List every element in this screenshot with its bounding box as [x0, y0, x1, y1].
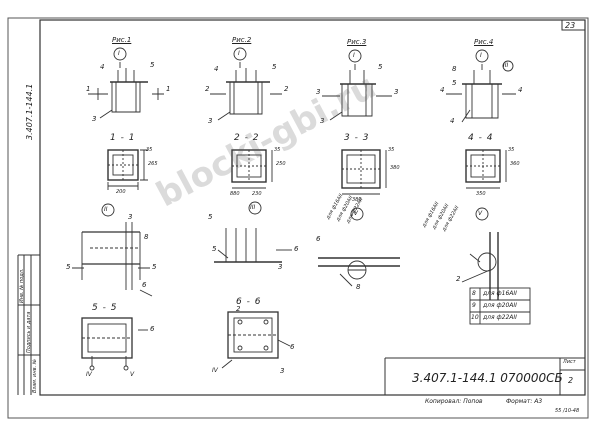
detail-iv-mark: IV [352, 210, 358, 217]
fig1-callout-4: 4 [100, 63, 105, 71]
fig4-extra-mark: III [503, 62, 509, 69]
dim-4-4-t: 35 [508, 147, 515, 153]
section-5-5-title: 5 - 5 [92, 303, 118, 313]
s66-mark-iv: IV [212, 367, 218, 374]
bar-table-text-3: для ф22АII [483, 314, 517, 321]
section-6-6-title: 6 - 6 [236, 297, 262, 307]
iii-cut-5: 5 [212, 245, 217, 253]
fig3-callout-3: 3 [320, 117, 325, 125]
section-3-3-title: 3 - 3 [344, 133, 370, 143]
dim-1-1-t: 35 [146, 147, 153, 153]
ii-callout-6: 6 [142, 281, 147, 289]
s55-mark-v: V [130, 371, 135, 378]
ii-callout-8: 8 [144, 233, 149, 241]
fig4-callout-8: 8 [452, 65, 457, 73]
section-4-4-title: 4 - 4 [468, 133, 494, 143]
iii-cut-6: 6 [294, 245, 299, 253]
fig3-cut-right: 3 [394, 88, 399, 96]
fig1-title: Рис.1 [112, 36, 132, 44]
dim-2-2-w2: 230 [252, 191, 262, 197]
left-col-3: Взам. инв. № [32, 359, 38, 393]
section-2-2-title: 2 - 2 [234, 133, 260, 143]
fig1-cut-left: 1 [86, 85, 91, 93]
dim-4-4-w: 350 [476, 191, 486, 197]
dim-3-3-w: 380 [352, 197, 362, 203]
fig2-mark: I [238, 50, 240, 57]
s66-callout-2: 2 [236, 305, 241, 313]
fig2-title: Рис.2 [232, 36, 252, 44]
fig1-callout-5: 5 [150, 61, 155, 69]
fig4-cut-right: 4 [518, 86, 523, 94]
dim-3-3-t: 35 [388, 147, 395, 153]
s66-callout-3: 3 [280, 367, 285, 375]
fig1-callout-3: 3 [92, 115, 97, 123]
fig4-title: Рис.4 [474, 38, 494, 46]
ii-cut-5-left: 5 [66, 263, 71, 271]
section-1-1-title: 1 - 1 [110, 133, 136, 143]
detail-ii-mark: II [104, 206, 108, 213]
dim-3-3-h: 380 [390, 165, 400, 171]
fig1-cut-right: 1 [166, 85, 171, 93]
stamp-number: 55 /10-48 [555, 408, 580, 414]
s55-callout-6: 6 [150, 325, 155, 333]
fig3-cut-left: 3 [316, 88, 321, 96]
dim-2-2-h: 250 [276, 161, 286, 167]
fig2-cut-right: 2 [284, 85, 289, 93]
fig3-mark: I [353, 52, 355, 59]
dim-2-2-t: 35 [274, 147, 281, 153]
dim-1-1-h: 265 [148, 161, 158, 167]
fig3-callout-5: 5 [378, 63, 383, 71]
fig2-callout-4: 4 [214, 65, 219, 73]
side-code: 3.407.1-144.1 [25, 83, 34, 140]
fig1-mark: I [118, 50, 120, 57]
sheet-label: Лист [563, 359, 576, 365]
ii-callout-3: 3 [128, 213, 133, 221]
bar-table-text-2: для ф20АII [483, 302, 517, 309]
paper-format: Формат: А3 [506, 398, 543, 405]
fig2-callout-5: 5 [272, 63, 277, 71]
s55-mark-iv: IV [86, 371, 92, 378]
sheet-number-small: 2 [568, 376, 574, 385]
bar-table-n-1: 8 [472, 290, 476, 297]
iv-callout-8: 8 [356, 283, 361, 291]
detail-iii-mark: III [250, 204, 256, 211]
left-col-2: Подпись и дата [26, 311, 32, 353]
fig4-cut-left: 4 [440, 86, 445, 94]
detail-v-mark: V [478, 210, 483, 217]
bar-table-n-2: 9 [472, 302, 476, 309]
fig4-callout-5: 5 [452, 79, 457, 87]
iv-callout-6: 6 [316, 235, 321, 243]
s66-callout-6: 6 [290, 343, 295, 351]
fig2-callout-3: 3 [208, 117, 213, 125]
fig4-mark: I [480, 52, 482, 59]
dim-2-2-w1: 880 [230, 191, 240, 197]
iii-callout-3: 3 [278, 263, 283, 271]
fig4-callout-4: 4 [450, 117, 455, 125]
sheet-number: 23 [565, 21, 576, 30]
drawing-code: 3.407.1-144.1 070000СБ [412, 371, 563, 385]
bar-table-n-3: 10 [471, 314, 479, 321]
fig3-title: Рис.3 [347, 38, 367, 46]
dim-1-1-w: 200 [116, 189, 126, 195]
iii-callout-5: 5 [208, 213, 213, 221]
ii-cut-5-right: 5 [152, 263, 157, 271]
left-col-1: Инв. № подл. [19, 268, 25, 304]
copied-by: Копировал: Попов [425, 398, 483, 405]
dim-4-4-h: 360 [510, 161, 520, 167]
bar-table-text-1: для ф16АII [483, 290, 517, 297]
fig2-cut-left: 2 [205, 85, 210, 93]
v-callout-2: 2 [456, 275, 461, 283]
